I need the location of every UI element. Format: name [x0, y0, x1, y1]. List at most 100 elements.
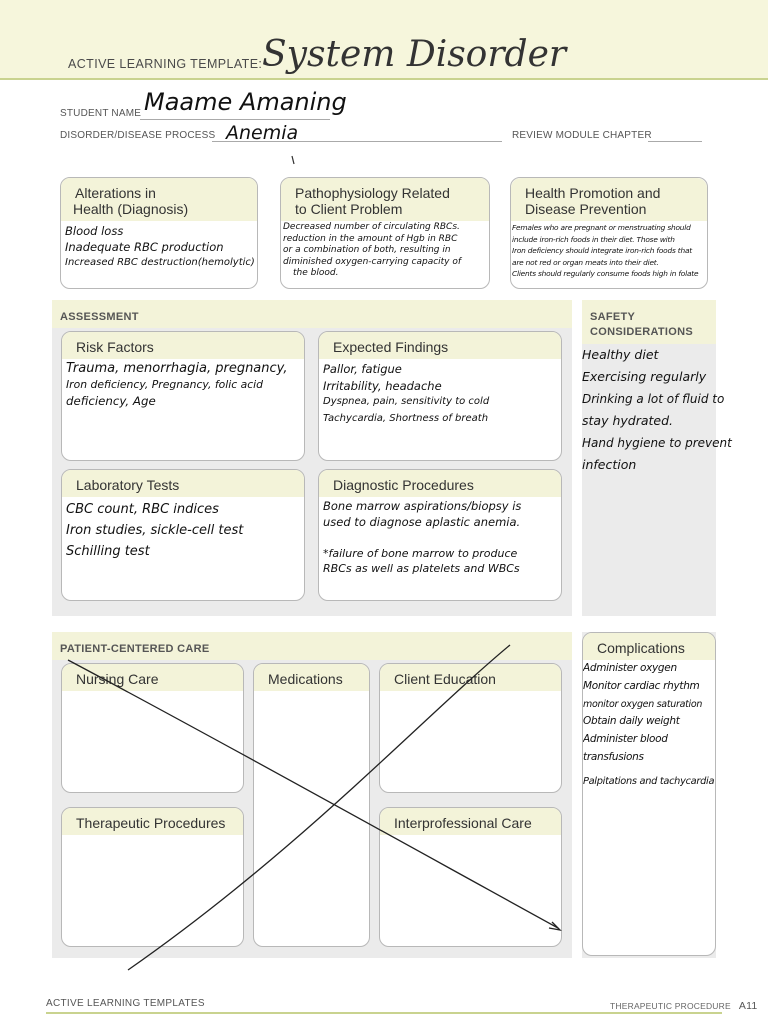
pathophysiology-line: or a combination of both, resulting in — [283, 245, 451, 255]
risk-factors-line: deficiency, Age — [66, 394, 156, 408]
client-education-box[interactable]: Client Education — [379, 663, 562, 793]
safety-line: stay hydrated. — [582, 413, 673, 428]
alterations-content: Blood loss Inadequate RBC production Inc… — [61, 221, 257, 273]
risk-factors-box[interactable]: Risk Factors Trauma, menorrhagia, pregna… — [61, 331, 305, 461]
pathophysiology-title-1: Pathophysiology Related — [295, 185, 450, 201]
health-promotion-line: include iron-rich foods in their diet. T… — [512, 234, 675, 244]
pathophysiology-title-2: to Client Problem — [295, 201, 403, 217]
laboratory-tests-content: CBC count, RBC indices Iron studies, sic… — [62, 497, 304, 564]
review-chapter-label: REVIEW MODULE CHAPTER — [512, 130, 652, 141]
laboratory-tests-line: Schilling test — [66, 544, 150, 559]
nursing-care-header: Nursing Care — [62, 664, 243, 691]
alterations-title-2: Health (Diagnosis) — [73, 201, 189, 217]
safety-title-bar — [582, 300, 716, 344]
student-name-underline — [140, 119, 330, 120]
nursing-care-box[interactable]: Nursing Care — [61, 663, 244, 793]
alterations-in-health-box[interactable]: Alterations in Health (Diagnosis) Blood … — [60, 177, 258, 289]
pathophysiology-line: diminished oxygen-carrying capacity of — [283, 256, 462, 267]
complications-line: Administer oxygen — [583, 662, 677, 674]
expected-findings-content: Pallor, fatigue Irritability, headache D… — [319, 359, 561, 429]
expected-findings-line: Irritability, headache — [323, 378, 442, 393]
health-promotion-content: Females who are pregnant or menstruating… — [511, 221, 707, 281]
safety-panel — [582, 300, 716, 616]
disorder-label: DISORDER/DISEASE PROCESS — [60, 130, 216, 141]
risk-factors-line: Trauma, menorrhagia, pregnancy, — [66, 361, 288, 376]
therapeutic-procedures-header: Therapeutic Procedures — [62, 808, 243, 835]
pathophysiology-header: Pathophysiology Related to Client Proble… — [281, 178, 489, 221]
risk-factors-line: Iron deficiency, Pregnancy, folic acid — [66, 378, 264, 391]
client-education-header: Client Education — [380, 664, 561, 691]
interprofessional-care-box[interactable]: Interprofessional Care — [379, 807, 562, 947]
laboratory-tests-box[interactable]: Laboratory Tests CBC count, RBC indices … — [61, 469, 305, 601]
alterations-line: Increased RBC destruction(hemolytic) — [65, 257, 255, 268]
safety-line: Exercising regularly — [582, 369, 707, 384]
footer-section: THERAPEUTIC PROCEDURE — [610, 1001, 731, 1011]
page-title: System Disorder — [262, 34, 567, 75]
diagnostic-procedures-line: used to diagnose aplastic anemia. — [323, 514, 521, 529]
diagnostic-procedures-line: Bone marrow aspirations/biopsy is — [323, 499, 522, 513]
health-promotion-title-2: Disease Prevention — [525, 201, 647, 217]
footer-right: THERAPEUTIC PROCEDURE A11 — [610, 1000, 757, 1012]
safety-title-1: SAFETY — [590, 311, 636, 323]
patient-care-label: PATIENT-CENTERED CARE — [60, 643, 210, 655]
medications-header: Medications — [254, 664, 369, 691]
pen-mark — [291, 155, 295, 165]
pathophysiology-line: the blood. — [293, 268, 339, 278]
expected-findings-header: Expected Findings — [319, 332, 561, 359]
health-promotion-title-1: Health Promotion and — [525, 185, 661, 201]
safety-line: Hand hygiene to prevent — [582, 436, 732, 450]
expected-findings-box[interactable]: Expected Findings Pallor, fatigue Irrita… — [318, 331, 562, 461]
laboratory-tests-line: CBC count, RBC indices — [66, 502, 219, 517]
footer-rule — [46, 1012, 722, 1014]
health-promotion-box[interactable]: Health Promotion and Disease Prevention … — [510, 177, 708, 289]
expected-findings-line: Tachycardia, Shortness of breath — [323, 412, 489, 424]
diagnostic-procedures-line: RBCs as well as platelets and WBCs — [323, 562, 520, 575]
complications-line: Obtain daily weight — [583, 715, 680, 728]
interprofessional-care-header: Interprofessional Care — [380, 808, 561, 835]
complications-box[interactable]: Complications Administer oxygen Monitor … — [582, 632, 716, 956]
complications-line: transfusions — [583, 750, 644, 763]
student-name-value[interactable]: Maame Amaning — [144, 88, 347, 116]
safety-title-2: CONSIDERATIONS — [590, 326, 694, 338]
footer-page: A11 — [738, 1000, 758, 1012]
pathophysiology-line: Decreased number of circulating RBCs. — [283, 222, 460, 232]
pathophysiology-box[interactable]: Pathophysiology Related to Client Proble… — [280, 177, 490, 289]
complications-line: Palpitations and tachycardia — [583, 775, 715, 787]
diagnostic-procedures-box[interactable]: Diagnostic Procedures Bone marrow aspira… — [318, 469, 562, 601]
diagnostic-procedures-line — [323, 530, 557, 546]
disorder-value[interactable]: Anemia — [226, 122, 299, 144]
pathophysiology-content: Decreased number of circulating RBCs. re… — [281, 221, 489, 281]
medications-box[interactable]: Medications — [253, 663, 370, 947]
risk-factors-content: Trauma, menorrhagia, pregnancy, Iron def… — [62, 359, 304, 411]
pathophysiology-line: reduction in the amount of Hgb in RBC — [283, 233, 458, 244]
complications-line: monitor oxygen saturation — [583, 698, 703, 710]
safety-line: infection — [582, 457, 637, 472]
safety-content[interactable]: Healthy diet Exercising regularly Drinki… — [582, 344, 732, 476]
expected-findings-line: Pallor, fatigue — [323, 362, 402, 376]
health-promotion-line: Females who are pregnant or menstruating… — [512, 223, 691, 232]
student-name-label: STUDENT NAME — [60, 108, 142, 119]
template-label: ACTIVE LEARNING TEMPLATE: — [68, 57, 263, 71]
risk-factors-header: Risk Factors — [62, 332, 304, 359]
health-promotion-header: Health Promotion and Disease Prevention — [511, 178, 707, 221]
review-chapter-underline[interactable] — [648, 141, 702, 142]
diagnostic-procedures-line: *failure of bone marrow to produce — [323, 546, 518, 560]
complications-content: Administer oxygen Monitor cardiac rhythm… — [583, 660, 715, 791]
assessment-label: ASSESSMENT — [60, 311, 139, 323]
alterations-title-1: Alterations in — [75, 185, 156, 201]
health-promotion-line: are not red or organ meats into their di… — [512, 257, 659, 267]
therapeutic-procedures-box[interactable]: Therapeutic Procedures — [61, 807, 244, 947]
laboratory-tests-header: Laboratory Tests — [62, 470, 304, 497]
laboratory-tests-line: Iron studies, sickle-cell test — [66, 523, 244, 538]
disorder-underline — [212, 141, 502, 142]
diagnostic-procedures-content: Bone marrow aspirations/biopsy is used t… — [319, 497, 561, 579]
expected-findings-line: Dyspnea, pain, sensitivity to cold — [323, 396, 490, 407]
alterations-line: Blood loss — [65, 224, 124, 238]
header-banner: ACTIVE LEARNING TEMPLATE: System Disorde… — [0, 0, 768, 80]
safety-line: Drinking a lot of fluid to — [582, 392, 725, 406]
complications-line: Monitor cardiac rhythm — [583, 679, 700, 692]
alterations-line: Inadequate RBC production — [65, 240, 224, 254]
complications-header: Complications — [583, 633, 715, 660]
assessment-title-bar — [52, 300, 572, 328]
safety-line: Healthy diet — [582, 347, 659, 362]
